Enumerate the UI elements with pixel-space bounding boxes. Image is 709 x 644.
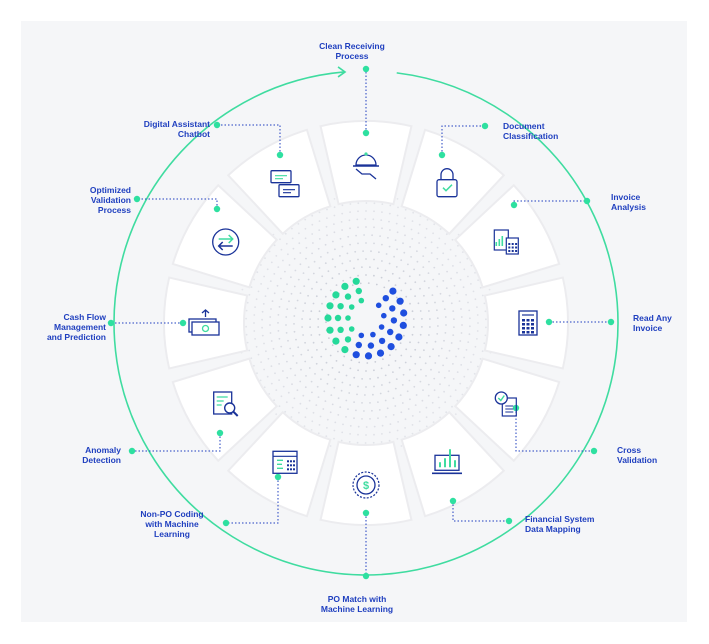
- dot-pattern-background: [237, 194, 495, 452]
- wheel-segment-5: [400, 410, 506, 518]
- connector-label-dot-4: [590, 447, 598, 455]
- connector-label-dot-2: [583, 197, 591, 205]
- label-document-classification: Document Classification: [503, 121, 559, 141]
- connector-inner-dot-2: [510, 201, 518, 209]
- diagram-canvas: $ Clean Receiving Process Document Class…: [21, 21, 687, 622]
- wheel-segment-4: [453, 357, 561, 463]
- dot-spiral-logo: [324, 277, 408, 360]
- label-anomaly-detection: Anomaly Detection: [82, 445, 121, 465]
- cash-upload-icon: [188, 309, 220, 336]
- label-po-match-machine-learning: PO Match with Machine Learning: [320, 594, 394, 614]
- connector-inner-dot-6: [362, 509, 370, 517]
- connector-inner-dot-3: [545, 318, 553, 326]
- connector-label-dot-3: [607, 318, 615, 326]
- wheel-segment-6: [319, 440, 413, 526]
- calculator-chart-icon: [493, 229, 519, 255]
- connector-4: [515, 408, 594, 452]
- connector-label-dot-6: [362, 572, 370, 580]
- connector-label-dot-10: [133, 195, 141, 203]
- connector-1: [441, 125, 485, 155]
- connector-5: [452, 501, 509, 522]
- connector-inner-dot-5: [449, 497, 457, 505]
- wheel-segment-0: [319, 120, 413, 206]
- wheel-segment-2: [453, 183, 561, 289]
- chat-bubbles-icon: [270, 170, 300, 198]
- connector-inner-dot-0: [362, 129, 370, 137]
- connector-inner-dot-9: [179, 319, 187, 327]
- invoice-grid-icon: [518, 310, 538, 336]
- connector-7: [226, 477, 279, 524]
- connector-lines: [107, 65, 615, 580]
- connector-inner-dot-1: [438, 151, 446, 159]
- ring-arrowhead-icon: [337, 66, 347, 78]
- dollar-coin-icon: $: [352, 471, 380, 499]
- label-financial-system-data-mapping: Financial System Data Mapping: [525, 514, 595, 534]
- label-cross-validation: Cross Validation: [617, 445, 658, 465]
- wheel-segment-11: [226, 128, 332, 236]
- outer-ring-arrow: [113, 66, 619, 576]
- connector-label-dot-9: [107, 319, 115, 327]
- magnify-document-icon: [494, 391, 517, 417]
- search-document-icon: [213, 391, 239, 417]
- connector-inner-dot-11: [276, 151, 284, 159]
- padlock-check-icon: [436, 168, 458, 198]
- connector-inner-dot-10: [213, 205, 221, 213]
- wheel-segments: [163, 120, 569, 526]
- process-wheel-diagram: $: [107, 65, 619, 580]
- connector-inner-dot-8: [216, 429, 224, 437]
- connector-label-dot-11: [213, 121, 221, 129]
- svg-text:$: $: [363, 480, 369, 492]
- label-read-any-invoice: Read Any Invoice: [633, 313, 672, 333]
- connector-label-dot-5: [505, 517, 513, 525]
- wheel-segment-10: [171, 183, 279, 289]
- connector-label-dot-7: [222, 519, 230, 527]
- label-invoice-analysis: Invoice Analysis: [611, 192, 646, 212]
- cycle-arrows-icon: [212, 228, 240, 256]
- outer-ring: [113, 71, 619, 576]
- step-icons: $: [188, 152, 538, 499]
- connector-inner-dot-7: [274, 473, 282, 481]
- label-digital-assistant-chatbot: Digital Assistant Chatbot: [143, 119, 210, 139]
- connector-8: [132, 433, 221, 452]
- label-clean-receiving-process: Clean Receiving Process: [319, 41, 385, 61]
- wheel-segment-3: [483, 276, 569, 370]
- laptop-chart-icon: [432, 449, 462, 475]
- serving-tray-icon: [353, 152, 379, 180]
- label-optimized-validation-process: Optimized Validation Process: [89, 185, 131, 215]
- label-cash-flow-management-prediction: Cash Flow Management and Prediction: [46, 312, 106, 342]
- connector-label-dot-8: [128, 447, 136, 455]
- wheel-segment-1: [400, 128, 506, 236]
- connector-label-dot-1: [481, 122, 489, 130]
- code-document-icon: [272, 450, 298, 474]
- label-non-po-coding-machine-learning: Non-PO Coding with Machine Learning: [140, 509, 204, 539]
- connector-label-dot-0: [362, 65, 370, 73]
- connector-10: [137, 198, 218, 209]
